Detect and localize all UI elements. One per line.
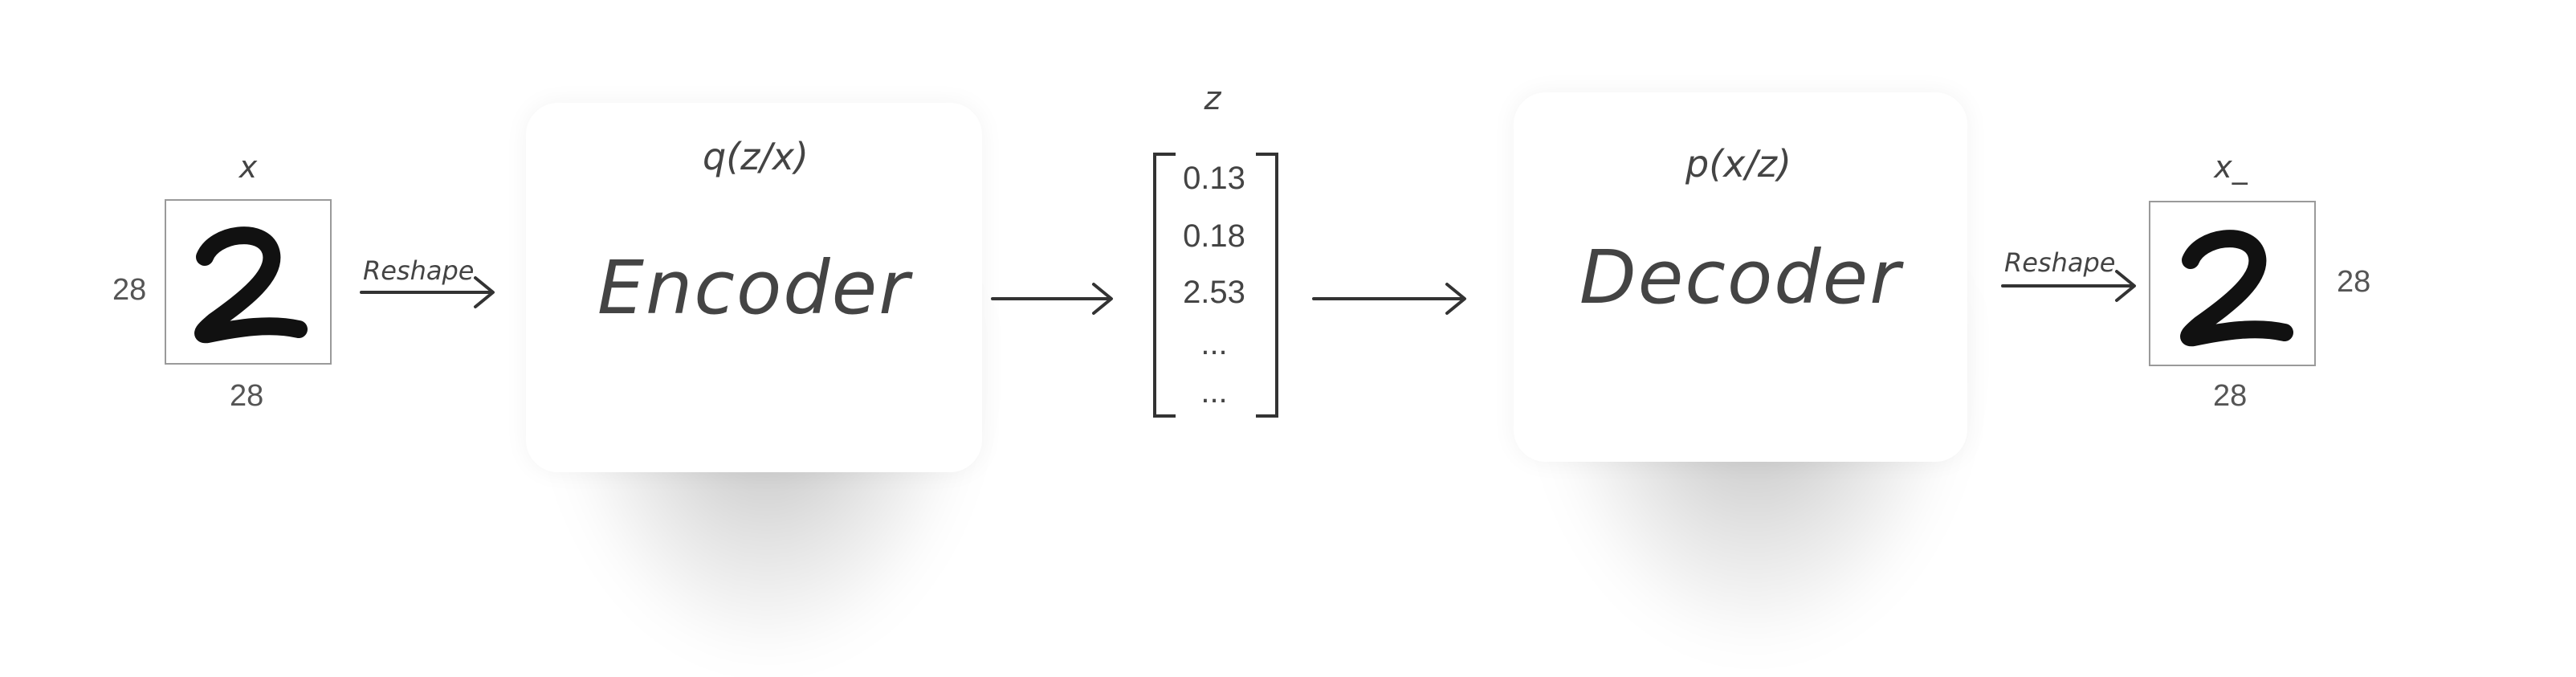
output-height-label: 28 — [2337, 265, 2371, 299]
reshape-out-arrow-icon — [2001, 270, 2136, 302]
output-label: x_ — [2214, 149, 2248, 185]
input-label: x — [238, 149, 258, 185]
reshape-out-label: Reshape — [2004, 247, 2116, 278]
output-image-frame — [2149, 201, 2316, 366]
latent-value: 0.13 — [1183, 161, 1245, 196]
latent-right-bracket — [1256, 153, 1278, 418]
latent-value: ... — [1200, 374, 1228, 410]
latent-value: 2.53 — [1183, 275, 1245, 310]
output-width-label: 28 — [2213, 379, 2248, 413]
decoder-label: Decoder — [1579, 234, 1902, 320]
encoder-to-latent-arrow-icon — [991, 283, 1113, 315]
handwritten-digit-two-icon — [2180, 230, 2293, 347]
latent-to-decoder-arrow-icon — [1312, 283, 1466, 315]
input-image-frame — [165, 199, 332, 365]
encoder-label: Encoder — [597, 244, 911, 331]
latent-value: ... — [1200, 326, 1228, 361]
latent-left-bracket — [1153, 153, 1176, 418]
decoder-formula: p(x/z) — [1685, 142, 1791, 186]
input-height-label: 28 — [112, 273, 147, 307]
input-width-label: 28 — [230, 379, 264, 413]
reshape-in-label: Reshape — [363, 255, 475, 286]
handwritten-digit-two-icon — [194, 226, 308, 344]
encoder-formula: q(z/x) — [703, 135, 809, 178]
reshape-in-arrow-icon — [360, 276, 495, 308]
latent-value: 0.18 — [1183, 218, 1245, 254]
latent-label: z — [1204, 80, 1221, 117]
